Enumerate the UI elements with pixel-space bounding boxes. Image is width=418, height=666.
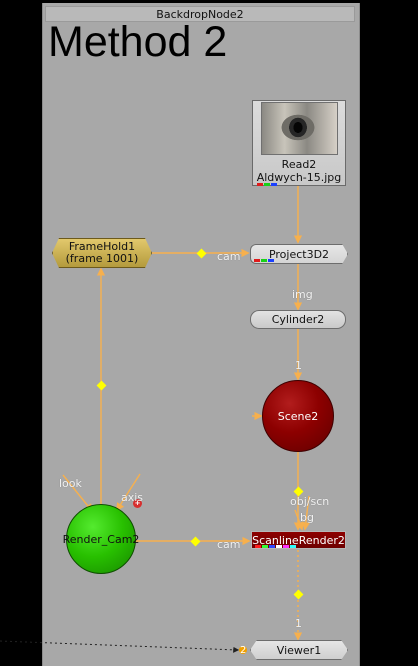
project-channel-strip [254, 259, 274, 262]
framehold-node[interactable]: FrameHold1 (frame 1001) [52, 238, 152, 268]
wire-scanline-objscn [301, 495, 310, 531]
scanline-render-node[interactable]: ScanlineRender2 [251, 531, 346, 549]
viewer-left-input-label: 2 [240, 645, 247, 656]
label-look: look [59, 477, 82, 490]
render-camera-node-label: Render_Cam2 [62, 532, 140, 546]
cylinder-node-label: Cylinder2 [271, 313, 325, 326]
project3d-node[interactable]: Project3D2 [250, 244, 348, 264]
label-scene-input: 1 [295, 359, 302, 372]
wire-axis [116, 473, 141, 512]
scanline-render-node-label: ScanlineRender2 [252, 533, 345, 547]
label-img: img [292, 288, 313, 301]
project3d-node-label: Project3D2 [268, 247, 330, 261]
framehold-node-frame: (frame 1001) [65, 252, 139, 265]
read-thumbnail [261, 102, 338, 155]
viewer-node[interactable]: Viewer1 [250, 640, 348, 660]
read-node-name: Read2 [281, 158, 317, 171]
label-cam-bottom: cam [217, 538, 241, 551]
scene-node-label: Scene2 [277, 409, 319, 423]
label-cam-top: cam [217, 250, 241, 263]
viewer-input-dot[interactable] [239, 646, 247, 654]
backdrop-title: Method 2 [48, 18, 228, 66]
scene-node[interactable]: Scene2 [262, 380, 334, 452]
read-node[interactable]: Read2 Aldwych-15.jpg [252, 100, 346, 186]
label-axis: axis [121, 491, 144, 504]
cylinder-node[interactable]: Cylinder2 [250, 310, 346, 329]
backdrop-header[interactable]: BackdropNode2 [45, 6, 355, 22]
viewer-node-label: Viewer1 [276, 643, 322, 657]
scanline-channel-strip [255, 545, 296, 548]
label-viewer-input: 1 [295, 617, 302, 630]
render-camera-node[interactable]: Render_Cam2 [63, 504, 139, 574]
wire-scanline-bg [294, 509, 304, 531]
read-node-file: Aldwych-15.jpg [256, 171, 342, 184]
wire-offscreen-viewer [0, 640, 240, 653]
label-bg: bg [300, 511, 314, 524]
label-obj-scn: obj/scn [290, 495, 330, 508]
axis-icon: + [133, 499, 142, 508]
framehold-node-name: FrameHold1 [68, 240, 136, 253]
read-channel-strip [257, 183, 277, 186]
wire-look [62, 474, 94, 513]
